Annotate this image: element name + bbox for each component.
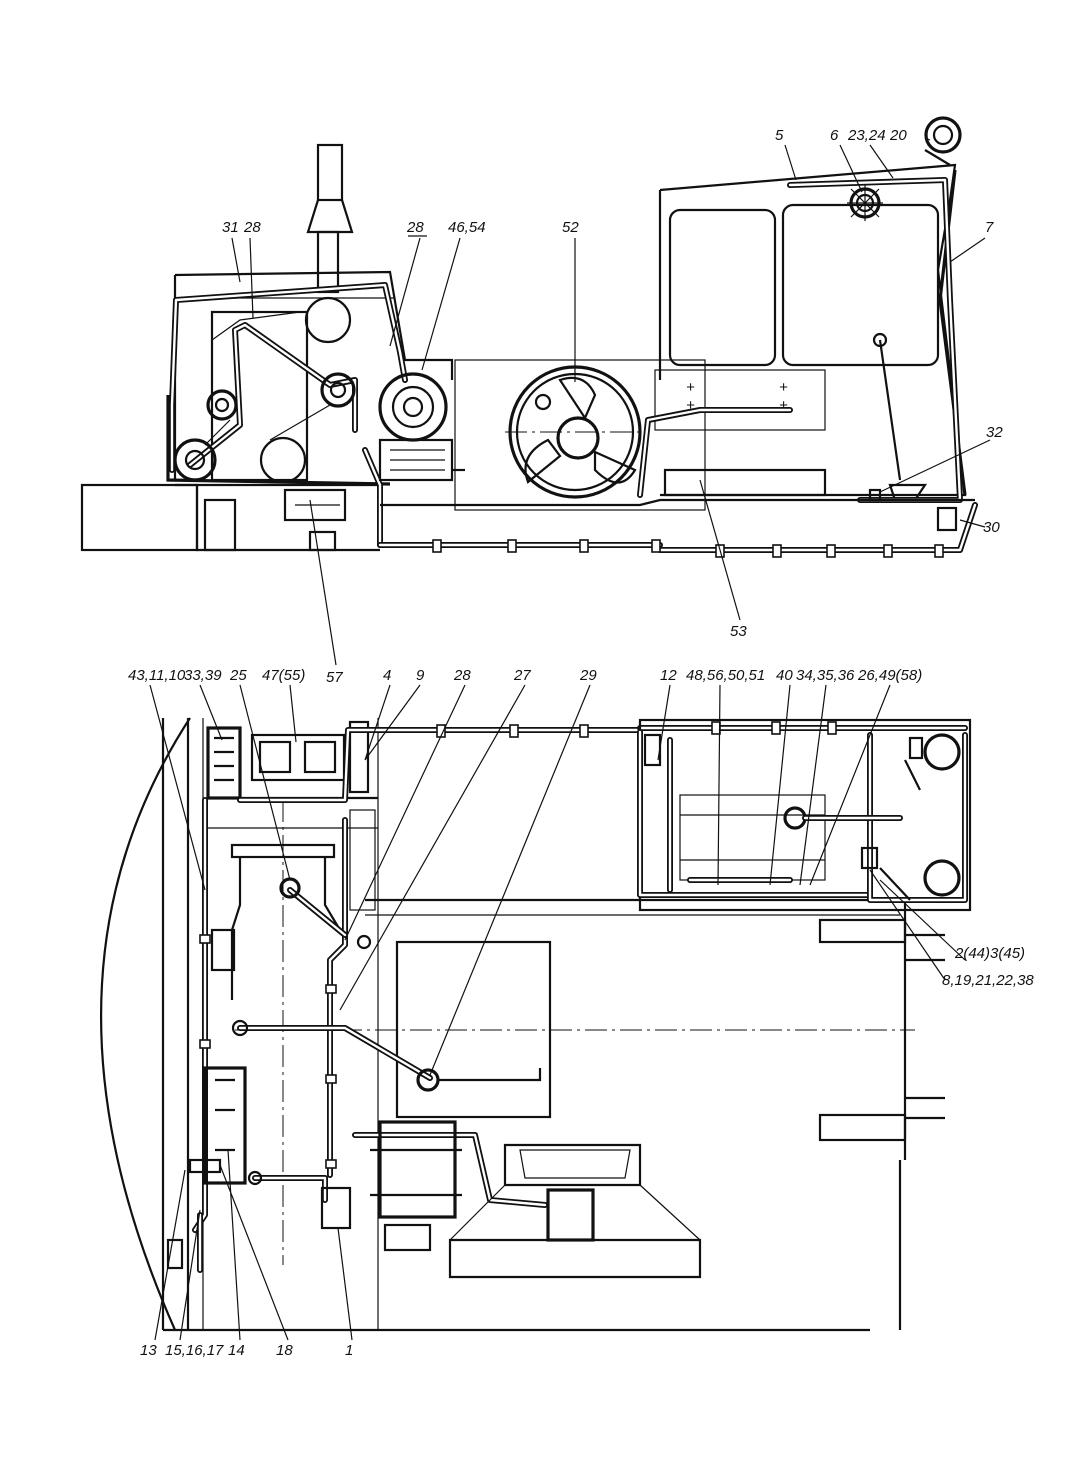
label-9: 9	[416, 667, 425, 684]
label-52: 52	[562, 219, 579, 236]
label-53: 53	[730, 623, 747, 640]
label-26-49-58: 26,49(58)	[857, 667, 922, 684]
plan-harness	[192, 725, 968, 1273]
label-2-44-3-45: 2(44)3(45)	[954, 945, 1025, 962]
label-30: 30	[983, 519, 1000, 536]
battery-plan	[166, 1066, 247, 1270]
generator	[378, 372, 465, 482]
label-40: 40	[776, 667, 793, 684]
engine-block-plan	[208, 796, 378, 1000]
plan-view: 43,11,10 33,39 25 47(55) 4 9 28 27 29 12…	[100, 667, 1034, 1359]
cab-harness-side	[637, 177, 963, 503]
front-arc	[100, 717, 191, 1331]
label-8-19-21-22-38: 8,19,21,22,38	[942, 972, 1034, 989]
plan-frame	[161, 718, 945, 1332]
exhaust-pipe	[306, 143, 354, 294]
label-18: 18	[276, 1342, 293, 1359]
plan-clips	[199, 721, 837, 1169]
beacon	[847, 185, 883, 221]
fuse-boxes	[206, 720, 370, 800]
plan-view-labels: 43,11,10 33,39 25 47(55) 4 9 28 27 29 12…	[128, 667, 1034, 1359]
cab: + + + +	[654, 163, 967, 502]
label-6: 6	[830, 127, 839, 144]
side-view-labels: 5 6 23,24 20 7 31 28 28 46,54 52 32 30 5…	[222, 127, 1003, 686]
label-1: 1	[345, 1342, 353, 1359]
label-13: 13	[140, 1342, 157, 1359]
label-34-35-36: 34,35,36	[796, 667, 855, 684]
label-29: 29	[579, 667, 597, 684]
label-25: 25	[229, 667, 247, 684]
label-20: 20	[889, 127, 907, 144]
label-14: 14	[228, 1342, 245, 1359]
battery-box	[203, 488, 347, 552]
cross-mark: +	[779, 379, 788, 396]
cross-mark: +	[686, 379, 695, 396]
cross-mark: +	[686, 397, 695, 414]
label-28-b: 28	[406, 219, 424, 236]
label-12: 12	[660, 667, 677, 684]
cab-plan	[637, 718, 972, 912]
fan-plan	[448, 1143, 702, 1279]
label-57: 57	[326, 669, 343, 686]
generator-plan	[320, 1120, 462, 1252]
label-7: 7	[985, 219, 994, 236]
frame-rail-side	[377, 488, 978, 558]
label-31: 31	[222, 219, 239, 236]
headlamp	[924, 116, 962, 166]
label-15-16-17: 15,16,17	[165, 1342, 224, 1359]
label-5: 5	[775, 127, 784, 144]
label-4: 4	[383, 667, 391, 684]
side-view: + + + +	[80, 116, 1003, 686]
cross-mark: +	[779, 397, 788, 414]
label-28-a: 28	[243, 219, 261, 236]
label-32: 32	[986, 424, 1003, 441]
label-23-24: 23,24	[847, 127, 886, 144]
radiator-fan	[454, 359, 706, 511]
label-47-55: 47(55)	[262, 667, 305, 684]
label-27: 27	[513, 667, 531, 684]
label-33-39: 33,39	[184, 667, 222, 684]
engine-pulleys	[173, 296, 356, 484]
label-43-11-10: 43,11,10	[128, 667, 186, 684]
label-46-54: 46,54	[448, 219, 486, 236]
label-48-56-50-51: 48,56,50,51	[686, 667, 765, 684]
label-28-plan: 28	[453, 667, 471, 684]
engine-harness-side	[169, 282, 408, 548]
